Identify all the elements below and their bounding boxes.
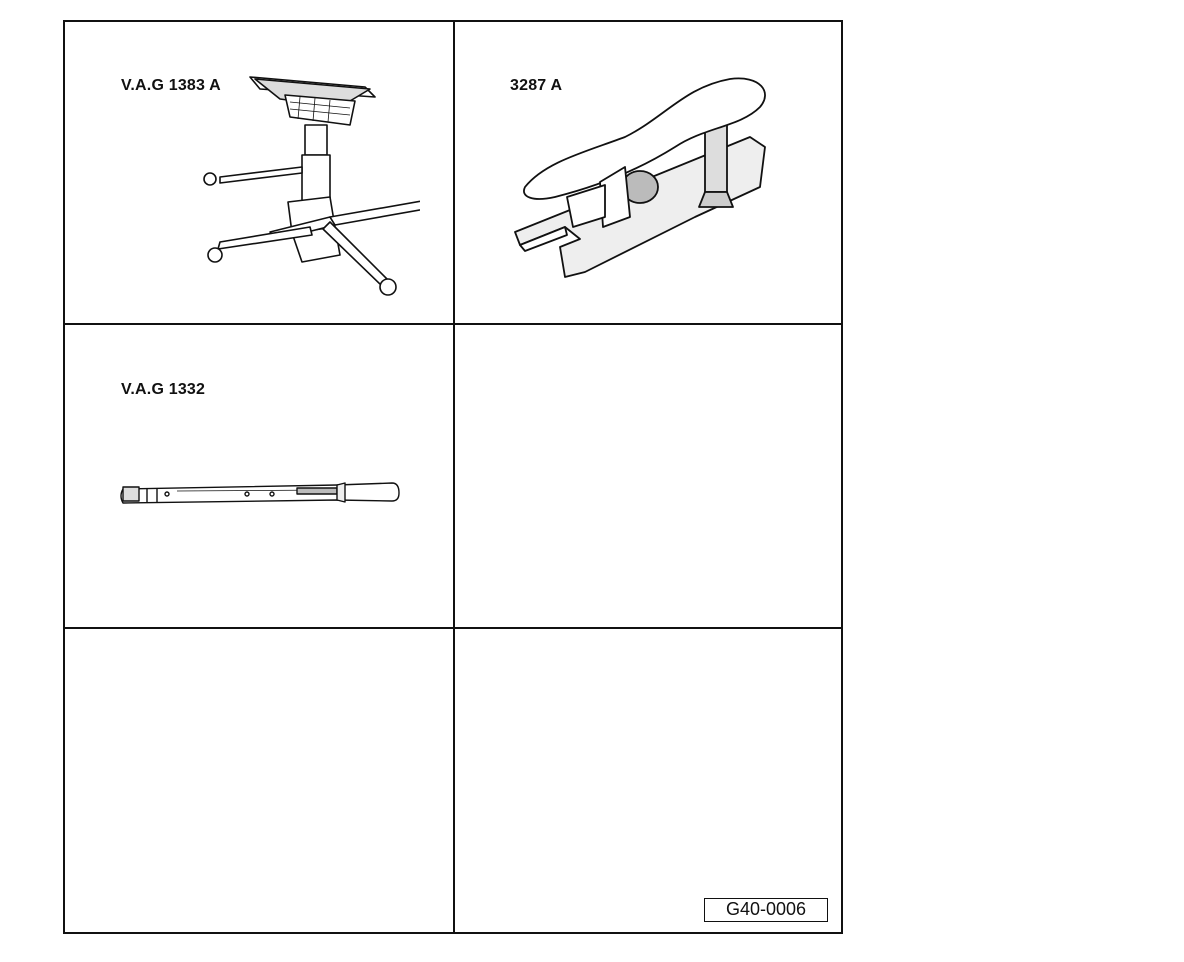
cell-empty-2 <box>65 629 453 932</box>
grid-divider-row-2 <box>63 627 843 629</box>
cell-empty-1 <box>455 325 841 627</box>
grid-divider-row-1 <box>63 323 843 325</box>
cell-3287-a: 3287 A <box>455 22 841 323</box>
torque-wrench-icon <box>120 482 400 504</box>
cell-vag-1383-a: V.A.G 1383 A <box>65 22 453 323</box>
ball-joint-separator-icon <box>514 77 766 278</box>
tool-label: 3287 A <box>510 77 563 94</box>
cell-empty-3 <box>455 629 841 932</box>
figure-code: G40-0006 <box>704 898 828 922</box>
transmission-jack-icon <box>203 76 420 296</box>
tool-label: V.A.G 1383 A <box>121 77 221 94</box>
grid-divider-vertical <box>453 20 455 934</box>
tool-label: V.A.G 1332 <box>121 381 206 398</box>
cell-vag-1332: V.A.G 1332 <box>65 325 453 627</box>
